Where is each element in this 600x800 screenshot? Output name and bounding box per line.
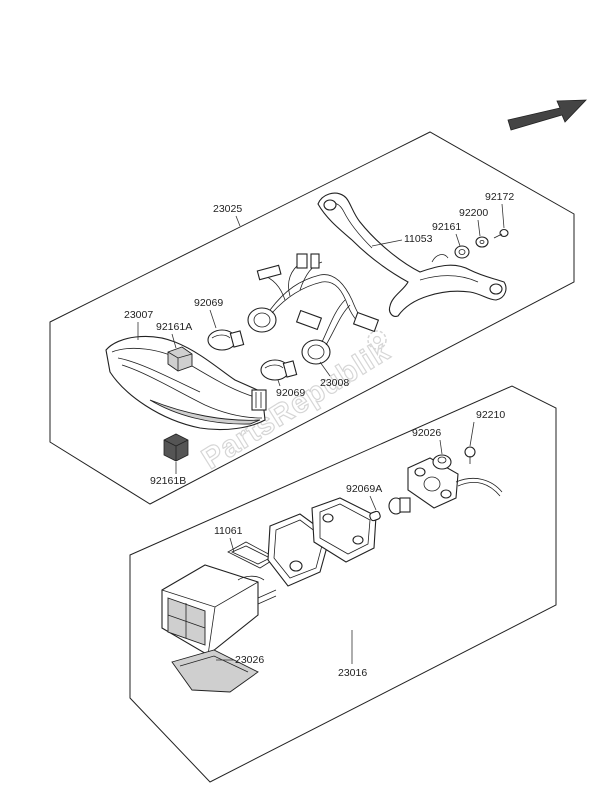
screw-92210 <box>464 446 476 464</box>
pad-92161b <box>163 433 189 462</box>
grommet-92026 <box>432 454 452 470</box>
label-92069-top: 92069 <box>194 297 223 309</box>
label-92200: 92200 <box>459 207 488 219</box>
label-92210: 92210 <box>476 409 505 421</box>
label-23016: 23016 <box>338 667 367 679</box>
label-92161: 92161 <box>432 221 461 233</box>
label-23008: 23008 <box>320 377 349 389</box>
label-11061: 11061 <box>214 525 243 537</box>
label-92026: 92026 <box>412 427 441 439</box>
label-92161a: 92161A <box>156 321 192 333</box>
label-11053: 11053 <box>404 233 433 245</box>
lens-23026 <box>171 649 259 693</box>
lower-assembly-frame <box>129 385 557 783</box>
label-23025: 23025 <box>213 203 242 215</box>
label-92069-bottom: 92069 <box>276 387 305 399</box>
socket-cable <box>407 457 503 509</box>
taillight-housing <box>105 335 267 431</box>
screw-92172 <box>493 228 509 239</box>
gear-icon <box>367 330 387 350</box>
label-92069a: 92069A <box>346 483 382 495</box>
label-23026: 23026 <box>235 654 264 666</box>
washer-92200 <box>475 236 489 248</box>
label-23007: 23007 <box>124 309 153 321</box>
bulb-upper <box>207 329 245 351</box>
label-92161b: 92161B <box>150 475 186 487</box>
label-92172: 92172 <box>485 191 514 203</box>
bracket-11053 <box>317 192 507 317</box>
direction-arrow-icon <box>507 99 587 131</box>
license-lamp-housing <box>161 564 277 656</box>
upper-assembly-frame <box>49 131 575 505</box>
collar-92161 <box>454 245 470 259</box>
pad-92161a <box>167 346 193 372</box>
bulb-92069a <box>369 497 411 522</box>
bulb-lower <box>260 359 298 381</box>
socket-harness <box>247 253 380 365</box>
lamp-frame-plate <box>311 497 377 563</box>
